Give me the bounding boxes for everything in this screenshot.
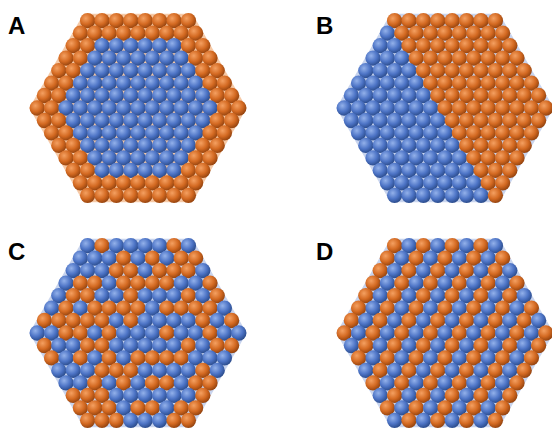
atom-sphere (152, 188, 167, 203)
atom-sphere (166, 188, 181, 203)
atom-sphere (80, 413, 95, 428)
atom-sphere (109, 188, 124, 203)
atom-sphere (445, 413, 460, 428)
atom-sphere (401, 413, 416, 428)
hexagon-outline (29, 239, 246, 427)
atom-sphere (416, 413, 431, 428)
hexagon-outline (29, 14, 246, 202)
atom-sphere (488, 188, 503, 203)
atom-sphere (152, 413, 167, 428)
atom-sphere (459, 188, 474, 203)
atom-sphere (94, 413, 109, 428)
atom-sphere (181, 413, 196, 428)
hexagon-outline (336, 14, 552, 202)
atom-sphere (401, 188, 416, 203)
atom-sphere (138, 188, 153, 203)
atom-sphere (123, 188, 138, 203)
atom-sphere (123, 413, 138, 428)
atom-sphere (80, 188, 95, 203)
atom-sphere (473, 413, 488, 428)
atom-sphere (181, 188, 196, 203)
atom-sphere (459, 413, 474, 428)
atom-sphere (387, 413, 402, 428)
atom-sphere (473, 188, 488, 203)
atom-sphere (430, 413, 445, 428)
atom-sphere (387, 188, 402, 203)
atom-sphere (488, 413, 503, 428)
atom-sphere (430, 188, 445, 203)
atom-sphere (166, 413, 181, 428)
hexagon-outline (336, 239, 552, 427)
atom-sphere (94, 188, 109, 203)
panel-label: D (316, 240, 333, 264)
atom-sphere (445, 188, 460, 203)
panel-label: C (8, 240, 25, 264)
atom-sphere (138, 413, 153, 428)
panel-label: B (316, 14, 333, 38)
panel-label: A (8, 14, 25, 38)
atom-sphere (109, 413, 124, 428)
atom-sphere (416, 188, 431, 203)
